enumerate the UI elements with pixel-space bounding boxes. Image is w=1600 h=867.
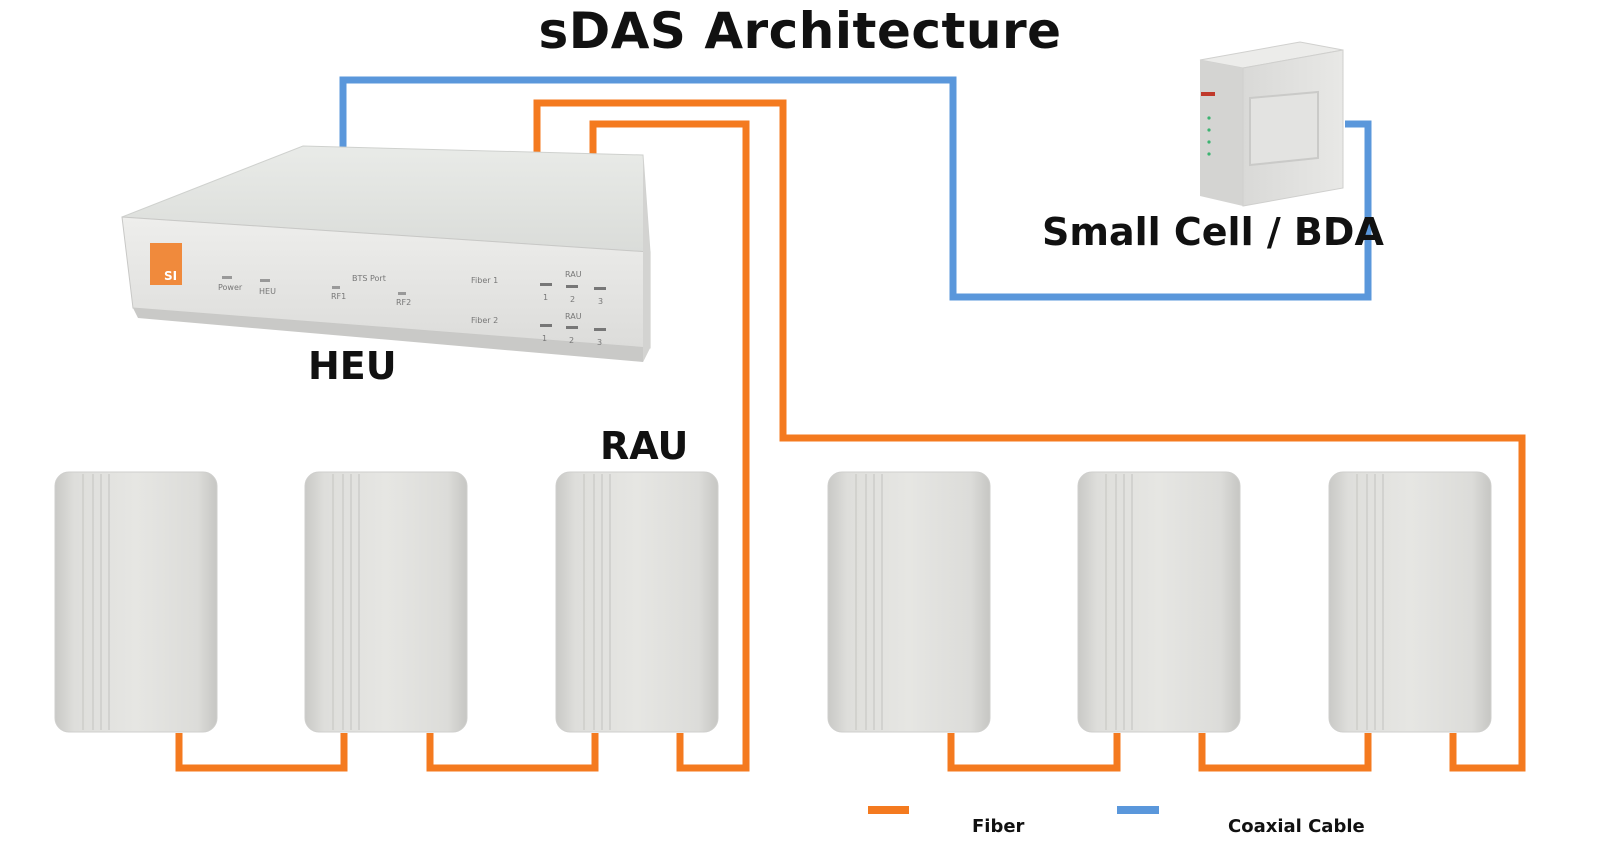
svg-text:HEU: HEU (259, 287, 276, 296)
fiber-link-rau2-rau3 (426, 733, 599, 772)
small-cell-device (1199, 41, 1344, 207)
small-cell-label: Small Cell / BDA (1042, 210, 1384, 254)
diagram-title: sDAS Architecture (538, 2, 1062, 60)
fiber-link-rau5-rau6 (1198, 733, 1372, 772)
svg-text:SI: SI (164, 269, 177, 283)
heu-device: SI Power HEU BTS Port RF1 RF2 Fiber 1 Fi… (121, 145, 651, 362)
svg-text:RAU: RAU (565, 312, 582, 321)
svg-text:Power: Power (218, 283, 243, 292)
rau-unit-2 (304, 471, 468, 733)
svg-text:RF2: RF2 (396, 298, 411, 307)
svg-text:Fiber 2: Fiber 2 (471, 316, 498, 325)
legend-fiber-label: Fiber (972, 816, 1025, 837)
rau-unit-4 (827, 471, 991, 733)
fiber-cable-heu-to-left-chain (589, 120, 750, 772)
svg-text:RF1: RF1 (331, 292, 346, 301)
rau-unit-1 (54, 471, 218, 733)
legend-fiber-swatch (868, 806, 909, 814)
legend-coax-swatch (1117, 806, 1159, 814)
rau-unit-3 (555, 471, 719, 733)
heu-logo: SI (150, 243, 182, 285)
heu-label: HEU (308, 344, 397, 388)
svg-text:Fiber 1: Fiber 1 (471, 276, 498, 285)
svg-text:1: 1 (542, 334, 547, 343)
svg-text:1: 1 (543, 293, 548, 302)
rau-label: RAU (600, 424, 689, 468)
legend-coax-label: Coaxial Cable (1228, 816, 1365, 837)
fiber-cable-heu-to-right-chain (533, 99, 1526, 772)
svg-text:3: 3 (597, 338, 602, 347)
svg-text:2: 2 (570, 295, 575, 304)
fiber-link-rau1-rau2 (175, 733, 348, 772)
svg-text:BTS Port: BTS Port (352, 274, 386, 283)
rau-unit-5 (1077, 471, 1241, 733)
svg-text:3: 3 (598, 297, 603, 306)
svg-text:2: 2 (569, 336, 574, 345)
svg-text:RAU: RAU (565, 270, 582, 279)
rau-unit-6 (1328, 471, 1492, 733)
coax-cable-heu-to-small-cell (339, 76, 1372, 301)
fiber-link-rau4-rau5 (947, 733, 1121, 772)
